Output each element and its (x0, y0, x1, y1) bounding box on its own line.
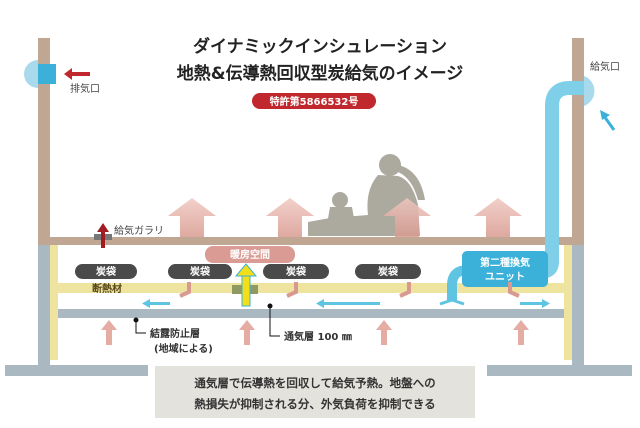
exhaust-vent (38, 64, 56, 84)
patent-badge (252, 93, 376, 109)
svg-text:炭袋: 炭袋 (286, 265, 307, 278)
air-layer-leader (267, 303, 280, 337)
charcoal-bag: 炭袋 (75, 264, 137, 279)
caption-box (155, 366, 475, 418)
exhaust-hood (24, 60, 38, 88)
title-line1: ダイナミックインシュレーション (193, 36, 447, 57)
exhaust-label: 排気口 (70, 82, 100, 95)
heating-space-badge (205, 246, 295, 263)
room-warm-arrows (168, 198, 522, 237)
right-slab (487, 365, 632, 376)
charcoal-bag: 炭袋 (355, 264, 421, 279)
intake-hood (584, 76, 595, 106)
svg-text:炭袋: 炭袋 (378, 265, 399, 278)
yellow-up-arrow-icon (234, 263, 258, 307)
condensation-leader (133, 317, 146, 334)
left-wall (38, 38, 50, 240)
svg-text:炭袋: 炭袋 (190, 265, 211, 278)
air-layer-label: 通気層 100 ㎜ (284, 330, 352, 343)
intake-arrow-icon (600, 110, 616, 131)
right-foundation (572, 245, 584, 365)
unit-label-2: ユニット (485, 271, 525, 283)
charcoal-bag: 炭袋 (263, 264, 329, 279)
left-insulation (50, 245, 58, 360)
unit-label-1: 第二種換気 (480, 256, 530, 269)
floor-grille-label: 給気ガラリ (114, 224, 164, 237)
exhaust-arrow-icon (64, 68, 90, 80)
condensation-layer (58, 309, 564, 318)
unit-outflow-arrows-icon (439, 298, 465, 306)
air-flow-arrows (142, 299, 550, 308)
insulation-band (58, 283, 564, 293)
condensation-label-1: 結露防止層 (150, 327, 200, 340)
caption-line2: 熱損失が抑制される分、外気負荷を抑制できる (194, 397, 435, 411)
condensation-label-2: (地域による) (154, 342, 213, 355)
heating-space-label: 暖房空間 (230, 248, 270, 261)
insulation-label: 断熱材 (92, 282, 122, 295)
ventilation-unit (462, 251, 548, 287)
warm-turn-arrows (179, 282, 520, 298)
intake-label: 給気口 (590, 60, 620, 73)
title-line2: 地熱&伝導熱回収型炭給気のイメージ (177, 63, 464, 84)
ground-heat-arrows (101, 320, 529, 345)
mother-child-silhouette (308, 154, 425, 236)
grille-arrow-icon (97, 223, 109, 248)
floor-beam (38, 237, 584, 245)
charcoal-bag: 炭袋 (168, 264, 232, 279)
right-insulation (564, 245, 572, 360)
svg-text:炭袋: 炭袋 (96, 265, 117, 278)
left-slab (5, 365, 148, 376)
right-wall (572, 38, 584, 240)
caption-line1: 通気層で伝導熱を回収して給気予熱。地盤への (194, 376, 435, 390)
patent-text: 特許第5866532号 (270, 95, 359, 108)
left-foundation (38, 245, 50, 365)
